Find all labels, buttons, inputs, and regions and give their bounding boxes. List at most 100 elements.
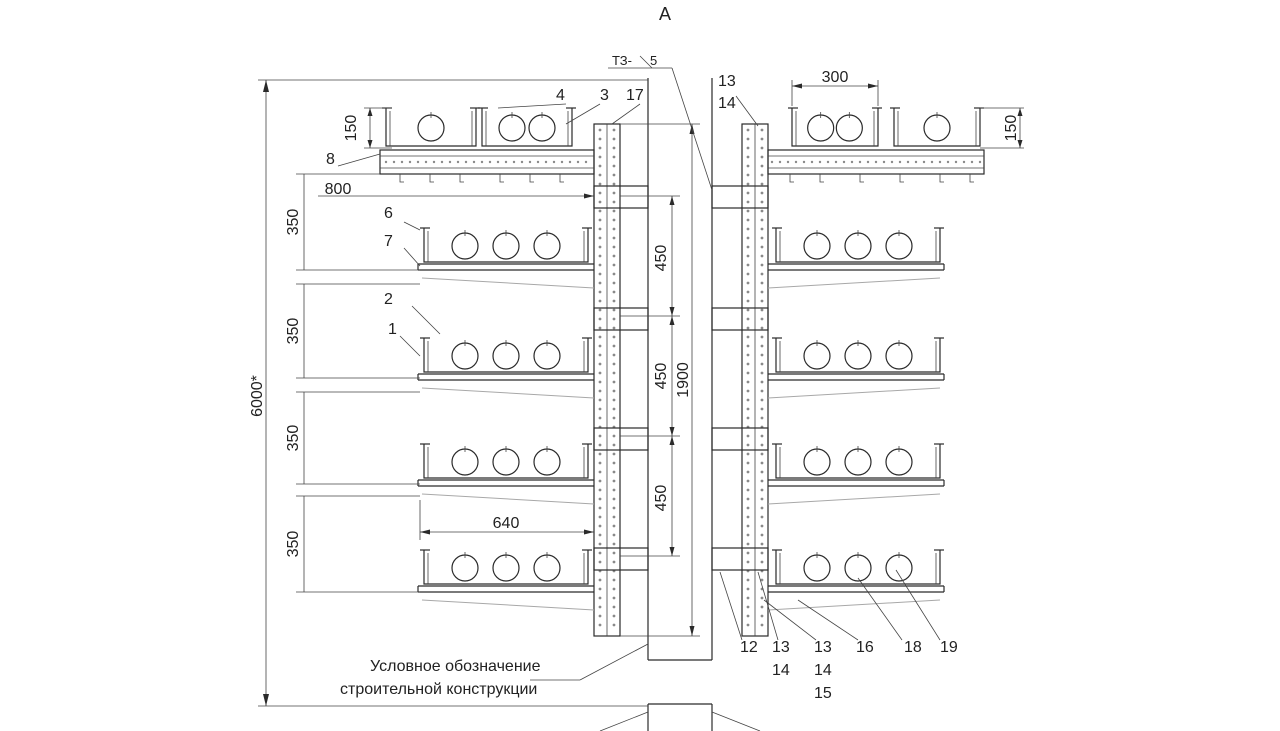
perforation-hole — [612, 389, 616, 393]
perforation-hole — [598, 227, 602, 231]
perforation-hole — [598, 308, 602, 312]
perforation-hole — [746, 533, 750, 537]
perforation-hole — [760, 281, 764, 285]
perforation-hole — [760, 515, 764, 519]
cable — [885, 232, 913, 260]
perforation-hole — [746, 560, 750, 564]
perforation-hole — [760, 542, 764, 546]
bracket-foot — [939, 174, 944, 183]
perforation-hole — [496, 160, 500, 164]
tray-body — [385, 108, 477, 147]
callout-18: 18 — [904, 639, 922, 656]
perforation-hole — [528, 160, 532, 164]
perforation-hole — [760, 371, 764, 375]
dim-bracket-length: 640 — [493, 515, 520, 532]
perforation-hole — [612, 137, 616, 141]
perforation-hole — [598, 452, 602, 456]
perforation-hole — [612, 416, 616, 420]
perforation-hole — [480, 160, 484, 164]
perforation-hole — [746, 461, 750, 465]
cable — [492, 232, 520, 260]
callout-1: 1 — [388, 321, 397, 338]
perforation-hole — [746, 479, 750, 483]
perforation-hole — [760, 299, 764, 303]
section-ref-number: 5 — [650, 53, 657, 68]
perforation-hole — [612, 488, 616, 492]
perforation-hole — [760, 245, 764, 249]
perforation-hole — [598, 200, 602, 204]
perforation-hole — [598, 596, 602, 600]
cable — [844, 342, 872, 370]
top-bracket-perforation — [384, 160, 982, 164]
perforation-hole — [612, 452, 616, 456]
cable — [807, 114, 835, 142]
bracket-foot — [819, 174, 824, 183]
perforation-hole — [746, 146, 750, 150]
perforation-hole — [746, 605, 750, 609]
perforation-hole — [424, 160, 428, 164]
perforation-hole — [612, 398, 616, 402]
callout-14-b: 14 — [772, 662, 790, 679]
perforation-hole — [612, 128, 616, 132]
cable — [803, 232, 831, 260]
structure-legend: Условное обозначение строительной констр… — [340, 658, 541, 698]
perforation-hole — [746, 434, 750, 438]
cable-tray — [478, 107, 576, 147]
tray-body — [423, 228, 589, 263]
dim-tray-width-top: 300 — [822, 69, 849, 86]
perforation-hole — [612, 173, 616, 177]
callout-8: 8 — [326, 151, 335, 168]
perforation-hole — [746, 551, 750, 555]
perforation-hole — [760, 317, 764, 321]
perforation-hole — [760, 623, 764, 627]
top-bracket-left — [379, 149, 595, 175]
perforation-hole — [612, 560, 616, 564]
tray-body — [791, 108, 879, 147]
perforation-hole — [746, 443, 750, 447]
perforation-hole — [746, 155, 750, 159]
perforation-hole — [598, 209, 602, 213]
perforation-hole — [612, 587, 616, 591]
perforation-hole — [598, 155, 602, 159]
perforation-hole — [746, 209, 750, 213]
cable — [451, 232, 479, 260]
perforation-hole — [576, 160, 580, 164]
dim-shelf-gap-3: 350 — [285, 425, 302, 452]
bracket-foot — [559, 174, 564, 183]
perforation-hole — [612, 470, 616, 474]
perforation-hole — [598, 173, 602, 177]
perforation-hole — [392, 160, 396, 164]
cable — [844, 448, 872, 476]
perforation-hole — [978, 160, 982, 164]
top-trays — [382, 107, 984, 147]
cable — [885, 342, 913, 370]
perforation-hole — [598, 236, 602, 240]
perforation-hole — [760, 344, 764, 348]
cable-tray — [420, 227, 592, 263]
perforation-hole — [760, 506, 764, 510]
perforation-hole — [598, 137, 602, 141]
console-brace — [767, 277, 941, 289]
bracket-foot — [789, 174, 794, 183]
perforation-hole — [946, 160, 950, 164]
perforation-hole — [746, 164, 750, 168]
cable — [844, 554, 872, 582]
perforation-hole — [802, 160, 806, 164]
perforation-hole — [544, 160, 548, 164]
perforation-hole — [612, 290, 616, 294]
callout-texts: 4 3 17 13 14 8 6 7 2 1 12 13 14 13 14 15… — [326, 73, 958, 702]
perforation-hole — [760, 191, 764, 195]
perforation-hole — [858, 160, 862, 164]
perforation-hole — [598, 578, 602, 582]
perforation-hole — [612, 533, 616, 537]
cable — [803, 448, 831, 476]
section-ref-prefix: ТЗ- — [612, 53, 632, 68]
perforation-hole — [842, 160, 846, 164]
perforation-hole — [890, 160, 894, 164]
perforation-hole — [552, 160, 556, 164]
perforation-hole — [598, 497, 602, 501]
cable-tray — [890, 107, 984, 147]
perforation-hole — [760, 254, 764, 258]
cable — [417, 114, 445, 142]
perforation-hole — [612, 524, 616, 528]
